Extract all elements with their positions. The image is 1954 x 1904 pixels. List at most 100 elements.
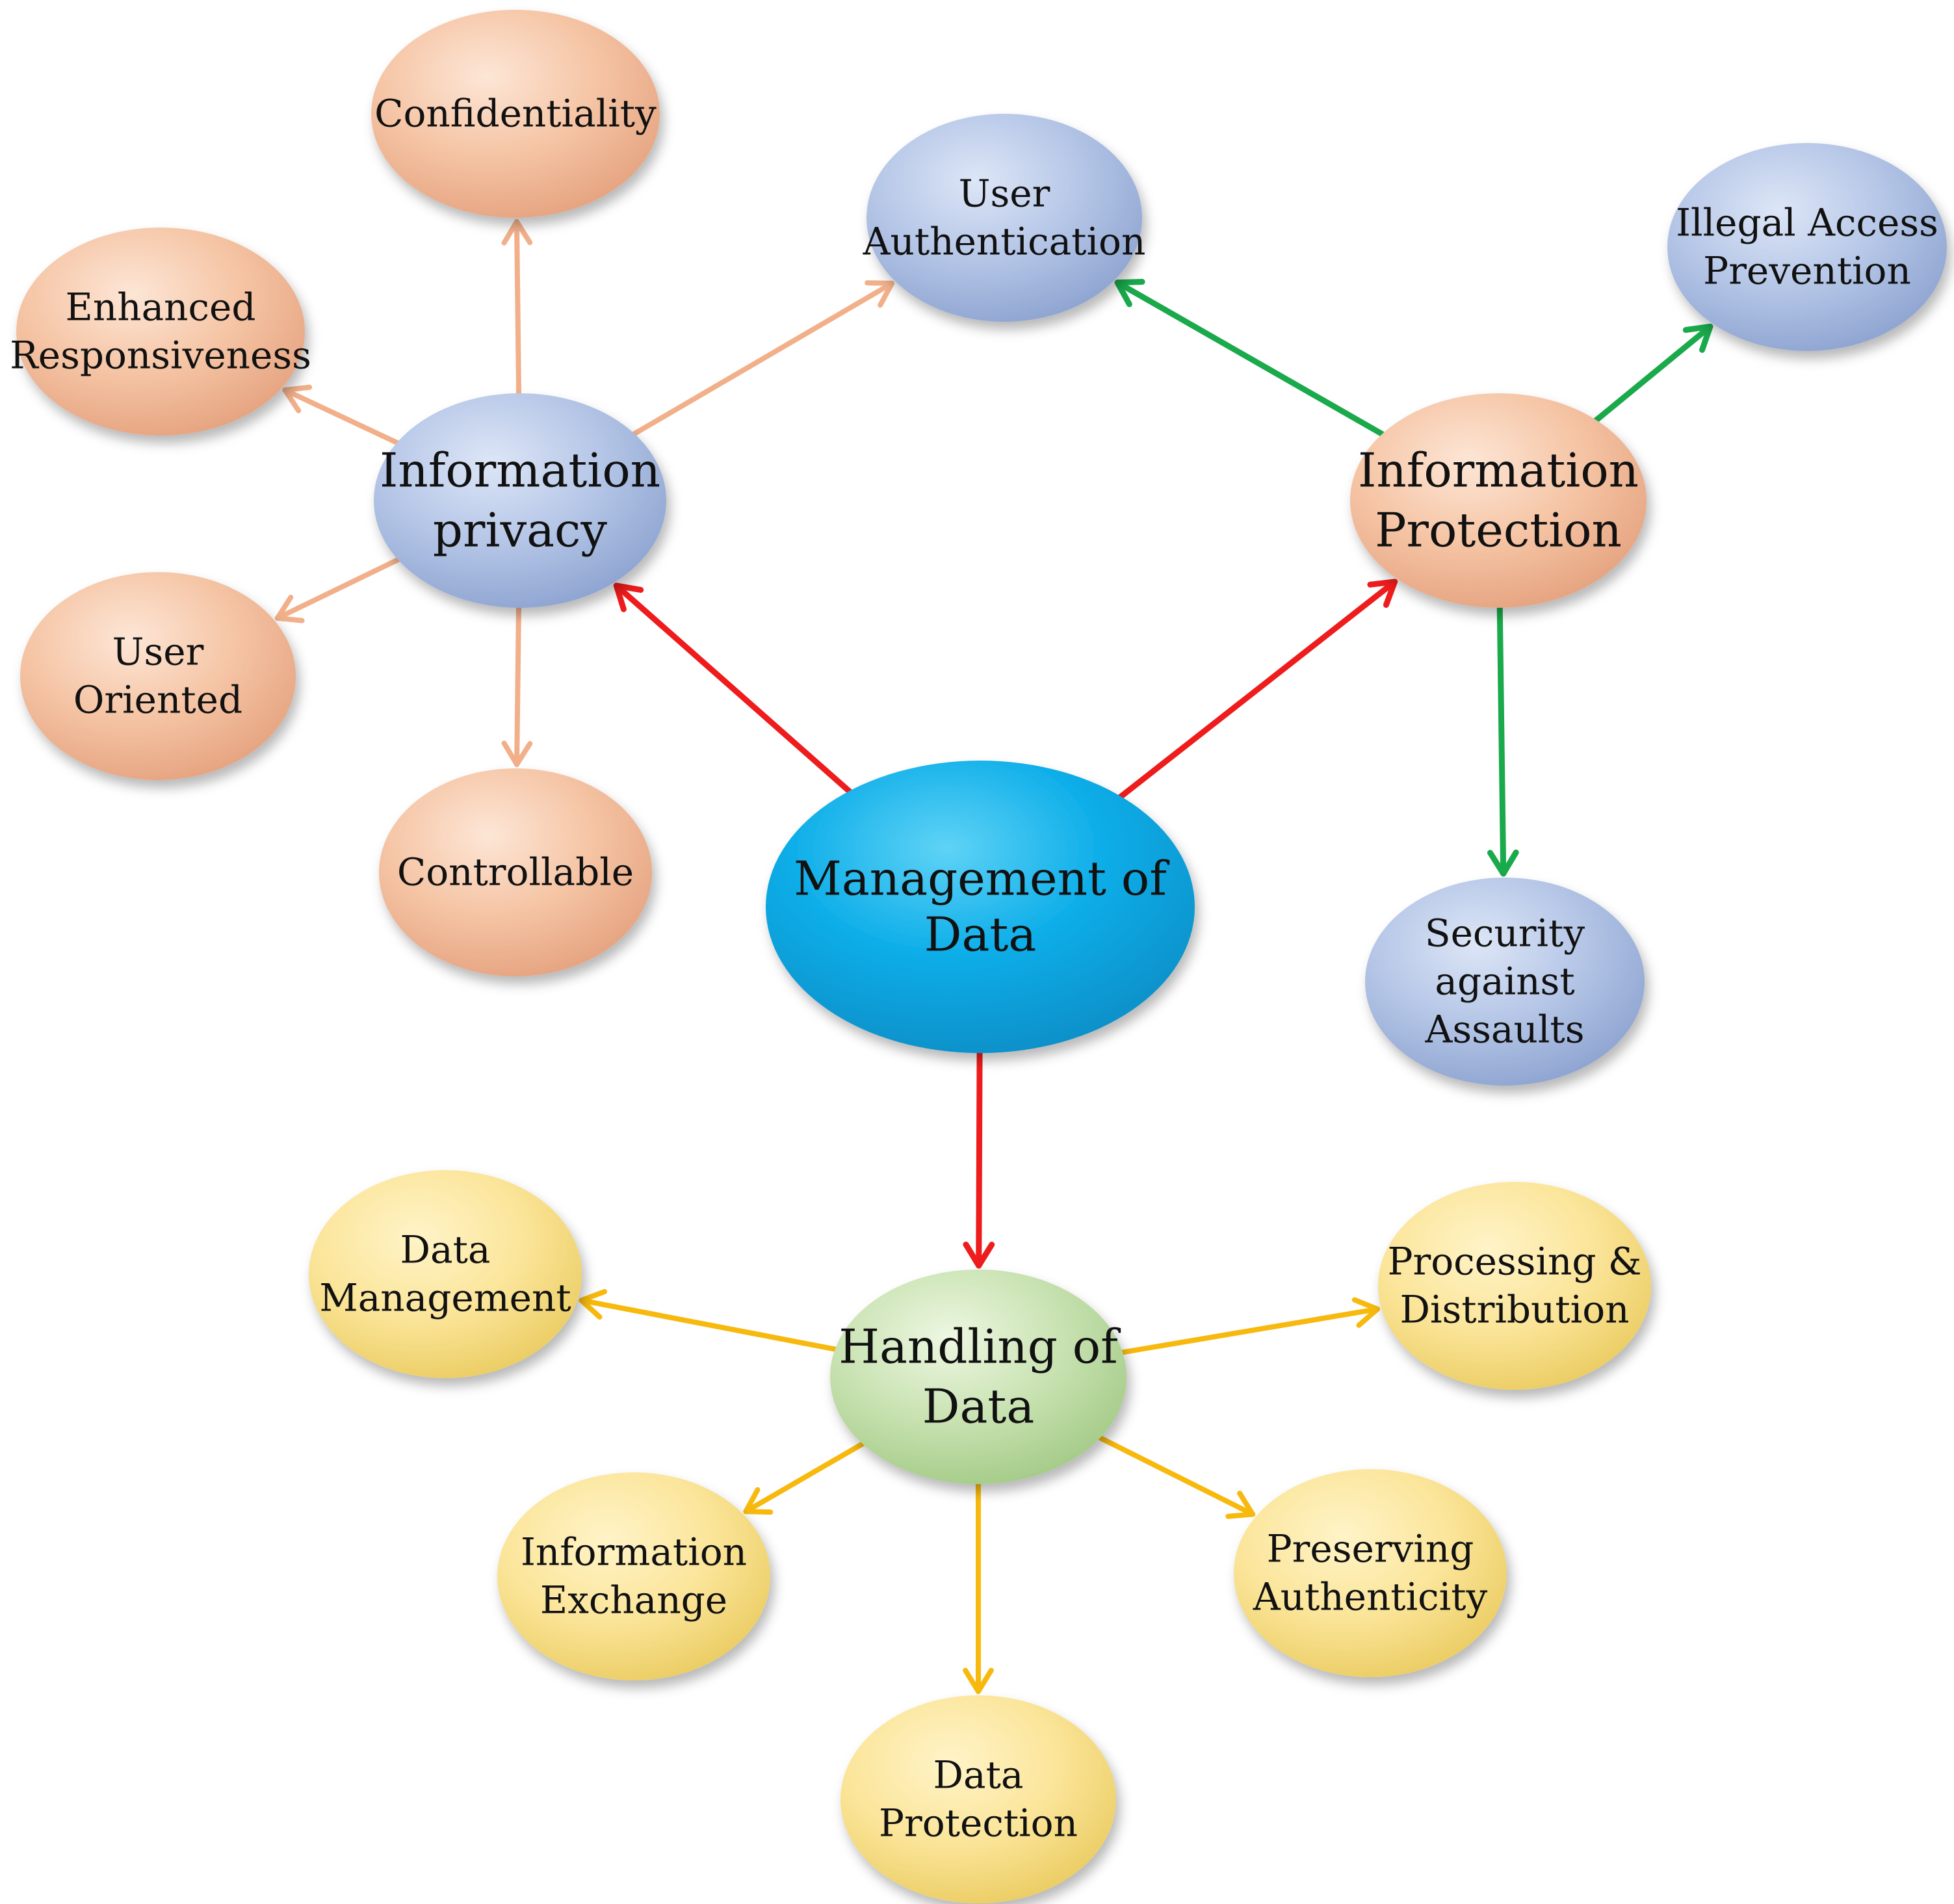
arrow-handling-to-data_protection bbox=[963, 1480, 994, 1694]
node-bubble bbox=[374, 393, 666, 608]
node-bubble bbox=[1667, 143, 1947, 351]
arrow-handling-to-data_mgmt bbox=[579, 1288, 839, 1352]
arrow-head bbox=[1225, 1491, 1256, 1519]
node-label-line: Protection bbox=[1375, 502, 1622, 557]
arrow-protection-to-illegal_access bbox=[1592, 323, 1713, 424]
node-label-line: User bbox=[959, 172, 1050, 216]
arrow-shaft bbox=[579, 1298, 839, 1352]
node-controllable: Controllable bbox=[379, 768, 652, 976]
arrow-handling-to-processing bbox=[1119, 1297, 1381, 1355]
arrow-privacy-to-controllable bbox=[501, 603, 533, 768]
arrow-head bbox=[1487, 849, 1519, 877]
node-bubble bbox=[1350, 393, 1647, 608]
node-bubble bbox=[371, 10, 660, 218]
node-label-line: Confidentiality bbox=[374, 92, 657, 136]
arrow-head bbox=[743, 1487, 774, 1515]
arrow-head bbox=[963, 1667, 994, 1694]
arrow-shaft bbox=[1496, 603, 1507, 877]
arrow-shaft bbox=[1592, 323, 1713, 424]
node-label-line: Prevention bbox=[1703, 249, 1911, 293]
node-bubble bbox=[866, 114, 1142, 322]
node-bubble bbox=[16, 228, 305, 436]
node-bubble bbox=[830, 1270, 1127, 1484]
arrow-head bbox=[282, 384, 313, 413]
arrow-shaft bbox=[743, 1441, 866, 1515]
arrow-shaft bbox=[282, 387, 401, 446]
arrow-head bbox=[1351, 1297, 1381, 1328]
arrow-head bbox=[1114, 279, 1145, 307]
node-label-line: Data bbox=[933, 1753, 1024, 1797]
node-label-line: Management of bbox=[794, 851, 1169, 906]
node-label-line: Processing & bbox=[1387, 1240, 1641, 1284]
node-label-line: Enhanced bbox=[66, 285, 256, 330]
arrow-handling-to-info_exchange bbox=[743, 1441, 866, 1515]
node-label-line: Data bbox=[922, 1379, 1035, 1433]
node-label-line: Data bbox=[924, 907, 1037, 961]
arrow-shaft bbox=[1119, 1306, 1381, 1355]
node-processing: Processing &Distribution bbox=[1378, 1182, 1651, 1390]
arrow-center-to-privacy bbox=[613, 582, 853, 795]
arrow-head bbox=[579, 1288, 608, 1320]
node-label-line: Information bbox=[380, 443, 660, 497]
node-bubble bbox=[840, 1695, 1116, 1903]
arrow-center-to-handling bbox=[963, 1049, 995, 1269]
arrow-privacy-to-enhanced bbox=[282, 384, 401, 446]
arrow-shaft bbox=[1117, 579, 1398, 800]
node-bubble bbox=[1378, 1182, 1651, 1390]
node-label-line: Oriented bbox=[73, 678, 242, 722]
arrow-head bbox=[963, 1242, 995, 1269]
node-bubble bbox=[20, 572, 296, 780]
node-label-line: against bbox=[1435, 959, 1574, 1004]
node-label-line: Authentication bbox=[863, 220, 1146, 264]
node-bubble bbox=[1234, 1469, 1507, 1677]
node-label-line: Management bbox=[319, 1276, 571, 1320]
node-label-line: User bbox=[112, 630, 204, 674]
node-label-line: Distribution bbox=[1400, 1288, 1629, 1332]
arrow-shaft bbox=[631, 280, 895, 437]
arrow-protection-to-security bbox=[1487, 603, 1519, 877]
arrow-shaft bbox=[1096, 1435, 1256, 1517]
node-label-line: Handling of bbox=[839, 1319, 1121, 1374]
arrow-head bbox=[274, 594, 305, 623]
node-bubble bbox=[1365, 878, 1645, 1086]
node-label-line: Data bbox=[400, 1228, 491, 1272]
arrow-shaft bbox=[514, 603, 522, 768]
node-label-line: Illegal Access bbox=[1676, 201, 1938, 245]
node-label-line: Information bbox=[521, 1530, 747, 1574]
arrow-head bbox=[501, 740, 533, 768]
arrow-head bbox=[1367, 579, 1398, 608]
node-label-line: Assaults bbox=[1425, 1008, 1585, 1052]
node-bubble bbox=[309, 1170, 582, 1378]
arrow-privacy-to-confidentiality bbox=[501, 218, 533, 398]
node-bubble bbox=[379, 768, 652, 976]
node-label-line: privacy bbox=[433, 502, 607, 557]
node-bubble bbox=[497, 1472, 770, 1680]
node-label-line: Protection bbox=[879, 1801, 1078, 1845]
node-label-line: Exchange bbox=[540, 1578, 727, 1623]
arrow-head bbox=[613, 582, 644, 612]
arrow-center-to-protection bbox=[1117, 579, 1398, 800]
node-label-line: Preserving bbox=[1267, 1527, 1474, 1571]
connector-layer bbox=[274, 218, 1713, 1694]
arrow-shaft bbox=[1114, 280, 1387, 438]
arrow-protection-to-user_auth bbox=[1114, 279, 1387, 438]
arrow-shaft bbox=[514, 218, 522, 398]
node-label-line: Responsiveness bbox=[10, 333, 311, 378]
node-label-line: Authenticity bbox=[1253, 1575, 1488, 1619]
arrow-shaft bbox=[613, 582, 853, 795]
node-label-line: Security bbox=[1425, 911, 1585, 956]
arrow-privacy-to-user_auth bbox=[631, 280, 895, 437]
arrow-shaft bbox=[274, 556, 402, 621]
